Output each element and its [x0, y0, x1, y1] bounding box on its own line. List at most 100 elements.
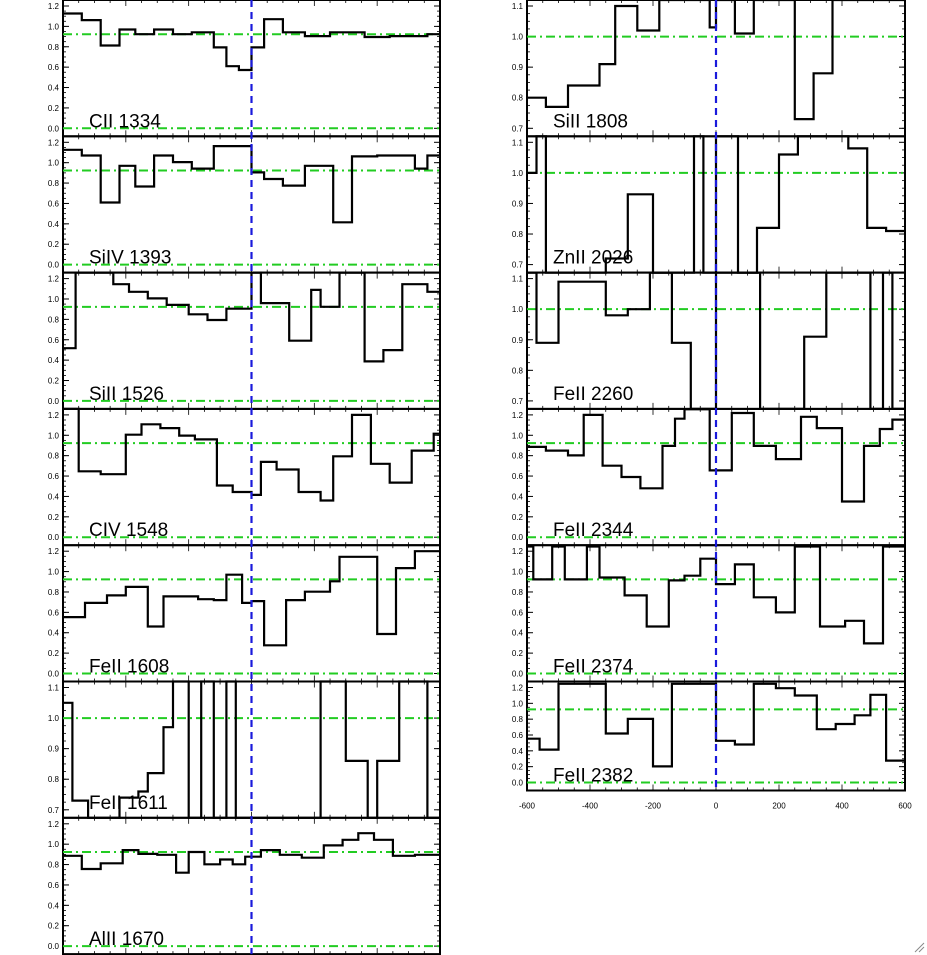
y-tick-label: 0.0	[48, 397, 60, 406]
y-tick-label: 0.2	[512, 649, 524, 658]
y-tick-label: 0.2	[512, 513, 524, 522]
y-tick-label: 0.4	[48, 629, 60, 638]
y-tick-label: 0.6	[48, 63, 60, 72]
flux-series	[527, 408, 905, 503]
x-tick-label: 0	[714, 802, 719, 811]
y-tick-label: 0.0	[512, 533, 524, 542]
y-tick-label: 0.0	[48, 942, 60, 951]
y-tick-label: 0.2	[48, 513, 60, 522]
panel-label: FeII 1611	[89, 793, 168, 814]
y-tick-label: 1.0	[48, 714, 60, 723]
y-tick-label: 0.0	[48, 261, 60, 270]
y-tick-label: 0.4	[512, 747, 524, 756]
y-tick-label: 1.2	[512, 547, 524, 556]
y-tick-label: 0.0	[512, 779, 524, 788]
y-tick-label: 0.8	[512, 366, 524, 375]
flux-series	[527, 682, 905, 768]
y-tick-label: 1.0	[48, 22, 60, 31]
flux-series	[527, 545, 905, 645]
y-tick-label: 1.0	[48, 295, 60, 304]
y-tick-label: 0.4	[48, 356, 60, 365]
y-tick-label: 0.6	[512, 731, 524, 740]
y-tick-label: 0.7	[512, 261, 524, 270]
y-tick-label: 0.0	[48, 124, 60, 133]
y-tick-label: 0.8	[48, 179, 60, 188]
y-tick-label: 1.1	[512, 275, 524, 284]
y-tick-label: 0.8	[48, 315, 60, 324]
y-tick-label: 0.8	[512, 452, 524, 461]
y-tick-label: 0.6	[512, 608, 524, 617]
panel-label: SiIV 1393	[89, 248, 171, 269]
x-tick-label: -400	[582, 802, 599, 811]
y-tick-label: 1.0	[48, 568, 60, 577]
y-tick-label: 0.4	[48, 901, 60, 910]
y-tick-label: 0.2	[512, 763, 524, 772]
y-tick-label: 1.2	[48, 2, 60, 11]
flux-series	[63, 407, 440, 502]
y-tick-label: 0.2	[48, 377, 60, 386]
y-tick-label: 0.8	[512, 588, 524, 597]
y-tick-label: 1.1	[512, 2, 524, 11]
y-tick-label: 0.7	[512, 397, 524, 406]
flux-series	[63, 12, 440, 72]
y-tick-label: 0.8	[48, 861, 60, 870]
x-tick-label: -200	[645, 802, 662, 811]
flux-series	[63, 271, 440, 363]
y-tick-label: 0.8	[512, 94, 524, 103]
y-tick-label: 0.7	[48, 806, 60, 815]
y-tick-label: 0.0	[48, 533, 60, 542]
y-tick-label: 0.0	[512, 670, 524, 679]
y-tick-label: 0.9	[512, 199, 524, 208]
y-tick-label: 0.9	[512, 63, 524, 72]
panel-label: CII 1334	[89, 111, 161, 132]
y-tick-label: 1.1	[512, 138, 524, 147]
y-tick-label: 0.8	[48, 452, 60, 461]
x-tick-label: 200	[772, 802, 786, 811]
y-tick-label: 0.8	[512, 715, 524, 724]
panel-label: SiII 1808	[553, 111, 628, 132]
panel-label: ZnII 2026	[553, 248, 633, 269]
y-tick-label: 0.6	[48, 336, 60, 345]
y-tick-label: 0.6	[48, 881, 60, 890]
y-tick-label: 1.2	[48, 138, 60, 147]
x-tick-label: 400	[835, 802, 849, 811]
y-tick-label: 0.6	[48, 199, 60, 208]
y-tick-label: 0.6	[512, 472, 524, 481]
y-tick-label: 1.2	[48, 411, 60, 420]
x-tick-label: 600	[898, 802, 912, 811]
y-tick-label: 0.9	[48, 745, 60, 754]
panel-label: CIV 1548	[89, 520, 168, 541]
y-tick-label: 1.0	[512, 169, 524, 178]
panel-label: FeII 2382	[553, 766, 633, 787]
y-tick-label: 1.0	[512, 33, 524, 42]
panel-label: AlII 1670	[89, 929, 164, 950]
y-tick-label: 0.8	[512, 230, 524, 239]
y-tick-label: 1.0	[48, 840, 60, 849]
y-tick-label: 1.2	[48, 820, 60, 829]
y-tick-label: 1.2	[48, 275, 60, 284]
y-tick-label: 0.2	[48, 240, 60, 249]
panel-label: FeII 1608	[89, 657, 169, 678]
y-tick-label: 0.8	[48, 43, 60, 52]
y-tick-label: 0.4	[48, 84, 60, 93]
y-tick-label: 0.0	[48, 670, 60, 679]
y-tick-label: 0.6	[48, 608, 60, 617]
x-tick-label: -600	[519, 802, 536, 811]
y-tick-label: 1.0	[48, 431, 60, 440]
y-tick-label: 1.2	[512, 411, 524, 420]
y-tick-label: 0.4	[48, 492, 60, 501]
resize-grip-icon[interactable]	[913, 941, 925, 953]
y-tick-label: 1.0	[512, 568, 524, 577]
